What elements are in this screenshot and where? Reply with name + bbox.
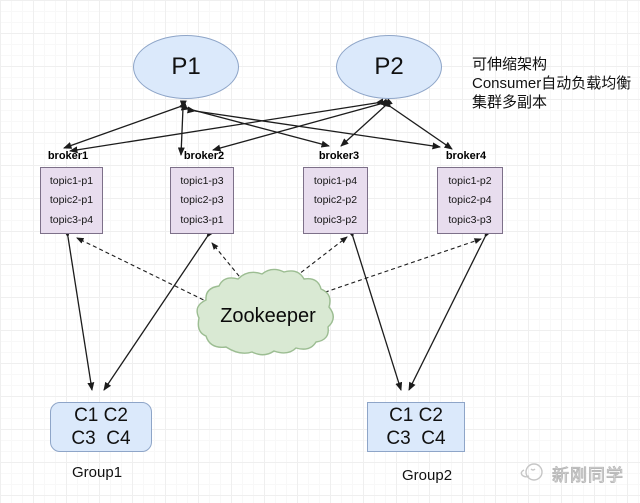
zookeeper-label: Zookeeper xyxy=(220,305,316,327)
arrow-broker3-group2 xyxy=(347,228,403,391)
arrow-p2-broker4 xyxy=(382,99,453,150)
dashed-zookeeper-broker1 xyxy=(76,237,217,307)
broker4-topic: topic3-p3 xyxy=(448,214,492,227)
broker1-topic: topic1-p1 xyxy=(49,174,94,187)
broker3-topic: topic2-p2 xyxy=(313,194,358,207)
annotation-line-3: 集群多副本 xyxy=(472,94,548,111)
broker3-topic: topic1-p4 xyxy=(313,174,358,187)
group2-members-line1: C1 C2 xyxy=(389,405,443,426)
node-broker1: topic1-p1 topic2-p1 topic3-p4 xyxy=(40,167,103,234)
broker1-topic: topic3-p4 xyxy=(49,214,94,227)
group1-label: Group1 xyxy=(72,464,123,481)
broker2-topic: topic3-p1 xyxy=(180,214,224,227)
broker3-topic: topic3-p2 xyxy=(313,214,358,227)
group1-members-line1: C1 C2 xyxy=(74,405,128,426)
group1-members-line2: C3 C4 xyxy=(71,428,131,449)
node-producer-p2: P2 xyxy=(336,35,442,99)
dashed-zookeeper-broker3 xyxy=(289,236,348,282)
node-consumer-group2: C1 C2 C3 C4 xyxy=(367,402,465,452)
broker4-topic: topic1-p2 xyxy=(448,174,492,187)
broker4-topic: topic2-p4 xyxy=(448,194,492,207)
broker4-label: broker4 xyxy=(445,150,487,162)
arrow-p2-broker2 xyxy=(212,98,389,152)
arrow-broker4-group2 xyxy=(408,228,492,391)
node-broker3: topic1-p4 topic2-p2 topic3-p2 xyxy=(303,167,368,234)
annotation-line-1: 可伸缩架构 xyxy=(472,56,548,73)
broker1-label: broker1 xyxy=(47,150,89,162)
arrow-p2-broker1 xyxy=(69,98,384,154)
arrow-p2-broker3 xyxy=(340,98,393,147)
broker2-topic: topic1-p3 xyxy=(180,174,224,187)
arrow-p1-broker2 xyxy=(177,100,187,156)
arrow-broker2-group1 xyxy=(103,228,215,391)
broker3-label: broker3 xyxy=(318,150,360,162)
node-broker4: topic1-p2 topic2-p4 topic3-p3 xyxy=(437,167,503,234)
arrow-broker1-group1 xyxy=(63,229,95,391)
producer-p2-label: P2 xyxy=(374,53,404,80)
broker1-topic: topic2-p1 xyxy=(49,194,94,207)
watermark-text: 新刚同学 xyxy=(552,466,624,486)
dashed-zookeeper-broker4 xyxy=(304,238,482,300)
annotation-line-2: Consumer自动负载均衡 xyxy=(472,75,632,92)
arrow-p1-broker1 xyxy=(63,101,188,149)
producer-p1-label: P1 xyxy=(171,53,201,80)
annotation-text: 可伸缩架构 Consumer自动负载均衡 集群多副本 xyxy=(472,55,640,112)
group2-members-line2: C3 C4 xyxy=(386,428,446,449)
broker2-topic: topic2-p3 xyxy=(180,194,224,207)
zookeeper-cloud xyxy=(196,268,334,356)
node-producer-p1: P1 xyxy=(133,35,239,99)
node-broker2: topic1-p3 topic2-p3 topic3-p1 xyxy=(170,167,234,234)
group2-label: Group2 xyxy=(402,467,453,484)
node-consumer-group1: C1 C2 C3 C4 xyxy=(50,402,152,452)
watermark-logo-icon xyxy=(520,463,543,481)
arrow-p1-broker4 xyxy=(187,106,441,150)
broker2-label: broker2 xyxy=(183,150,225,162)
